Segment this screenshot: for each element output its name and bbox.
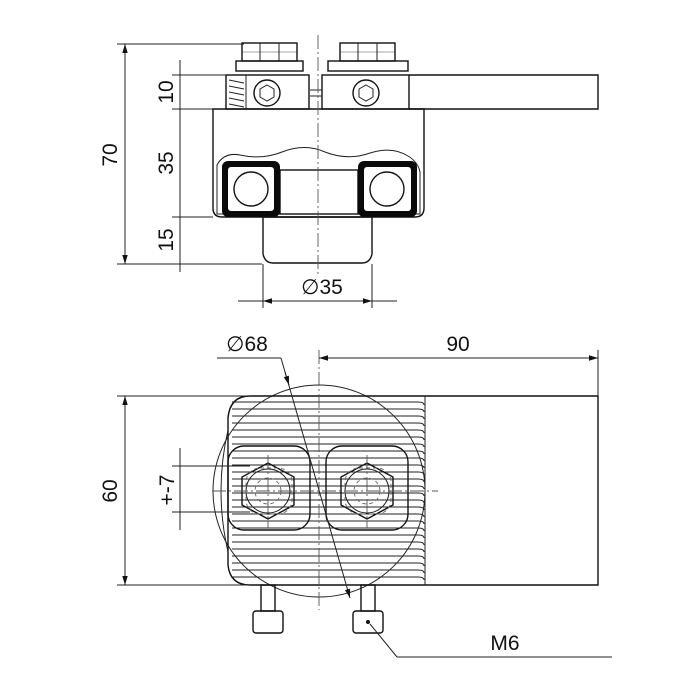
screw-thread-leader [369,623,612,658]
groove-line [232,464,425,469]
hex-nut-icon [241,42,298,62]
clamp-plate [225,74,599,110]
groove-line [232,471,425,476]
groove-line [232,562,425,567]
hex-socket-icon [352,79,380,107]
bearing-icon [358,161,417,217]
groove-line [232,569,425,574]
washer [327,60,409,72]
groove-line [232,457,425,462]
groove-line [232,506,425,511]
dim-body: 35 [155,151,178,174]
dim-screw-thread: M6 [490,632,519,655]
hex-nut-icon [339,42,396,62]
dim-adjustment: +-7 [156,475,179,506]
groove-line [232,576,425,581]
adjustment-slot [227,445,409,531]
dim-roller-projection: 15 [155,228,178,251]
adjustment-dimension [172,448,250,530]
groove-line [232,527,425,532]
groove-line [232,401,425,406]
bearing-icon [222,161,280,217]
roller-diameter-dimension [238,264,397,308]
groove-line [232,436,425,441]
dim-wheel-diameter: ∅68 [226,333,268,356]
groove-line [232,485,425,490]
arm-length-dimension [319,350,599,396]
groove-line [232,520,425,525]
knurl-grooves [232,401,425,581]
groove-line [232,541,425,546]
groove-line [232,478,425,483]
dim-total-height: 70 [99,143,122,166]
width-dimension [117,395,250,586]
groove-line [232,555,425,560]
groove-line [232,534,425,539]
groove-line [232,408,425,413]
groove-line [232,548,425,553]
groove-line [232,415,425,420]
clamp-body [220,395,599,586]
hex-socket-icon [252,584,284,634]
groove-line [232,499,425,504]
dim-roller-diameter: ∅35 [301,276,343,299]
dim-arm-length: 90 [446,333,469,356]
groove-line [232,450,425,455]
groove-line [232,443,425,448]
hex-socket-icon [352,584,384,634]
hex-socket-icon [253,79,281,107]
roller [262,216,373,264]
wheel-diameter-leader [217,357,351,599]
groove-line [232,513,425,518]
dim-width: 60 [99,479,122,502]
groove-line [232,429,425,434]
dim-top-plate: 10 [155,80,178,103]
vertical-dimensions [117,43,262,272]
groove-line [232,422,425,427]
washer [235,60,304,72]
groove-line [232,492,425,497]
side-view: 70 10 35 15 ∅35 [99,35,599,308]
top-view: 90 ∅68 60 +-7 M6 [99,333,612,658]
